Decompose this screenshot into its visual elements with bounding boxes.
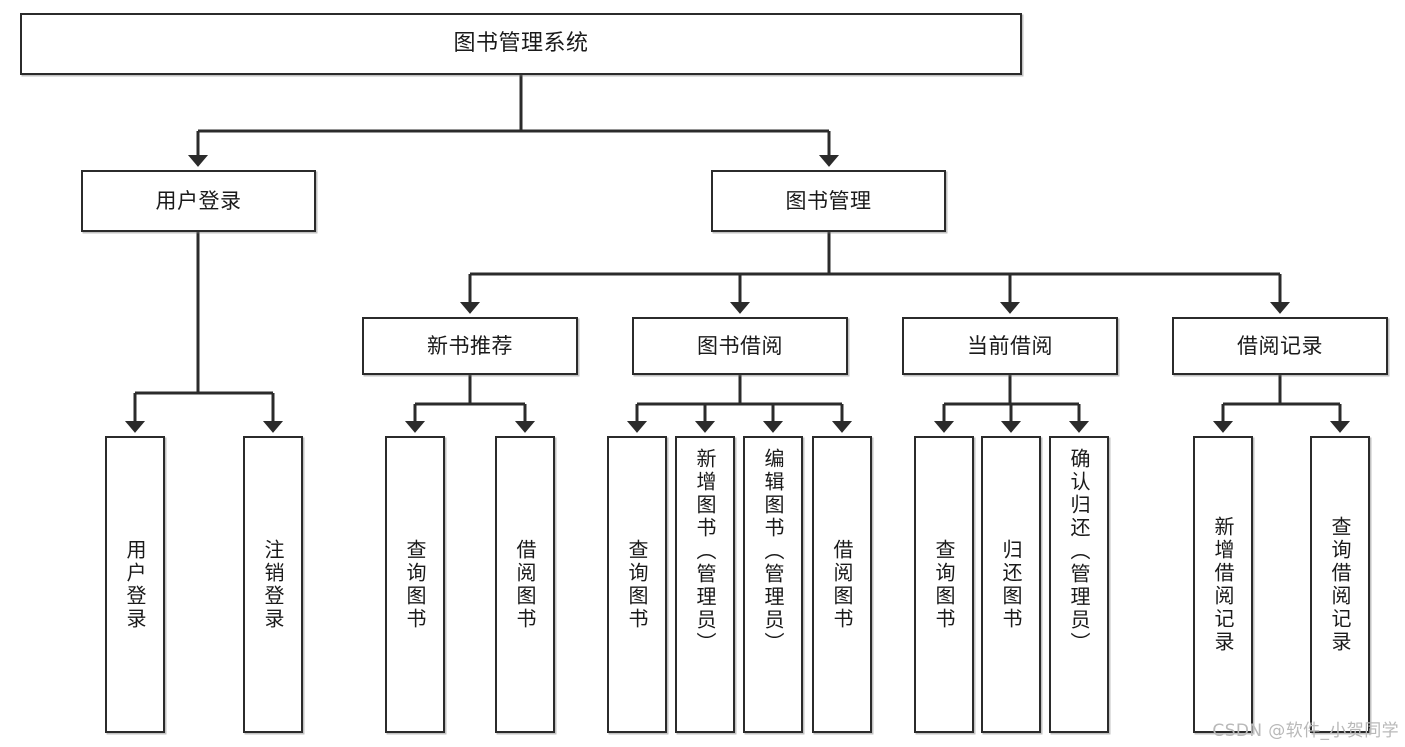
node-label: 编辑图书（管理员）	[761, 448, 785, 655]
node-new-book-recommend[interactable]: 新书推荐	[362, 317, 578, 375]
node-leaf-user-login[interactable]: 用户登录	[105, 436, 165, 733]
node-label: 用户登录	[155, 188, 242, 213]
node-leaf-return-book[interactable]: 归还图书	[981, 436, 1041, 733]
node-root-library-system[interactable]: 图书管理系统	[20, 13, 1022, 75]
node-label: 确认归还（管理员）	[1067, 448, 1091, 655]
node-label: 当前借阅	[967, 333, 1053, 358]
node-leaf-confirm-return-admin[interactable]: 确认归还（管理员）	[1049, 436, 1109, 733]
node-label: 用户登录	[123, 538, 147, 631]
node-label: 注销登录	[261, 538, 285, 631]
node-label: 借阅图书	[830, 538, 854, 631]
node-leaf-add-book-admin[interactable]: 新增图书（管理员）	[675, 436, 735, 733]
node-label: 图书借阅	[697, 333, 783, 358]
node-label: 图书管理	[785, 188, 872, 213]
node-label: 查询图书	[625, 538, 649, 631]
node-label: 新书推荐	[427, 333, 513, 358]
node-leaf-edit-book-admin[interactable]: 编辑图书（管理员）	[743, 436, 803, 733]
node-label: 查询图书	[403, 538, 427, 631]
node-label: 查询借阅记录	[1328, 515, 1352, 654]
node-label: 借阅图书	[513, 538, 537, 631]
node-book-management[interactable]: 图书管理	[711, 170, 946, 232]
node-current-borrow[interactable]: 当前借阅	[902, 317, 1118, 375]
node-leaf-query-book-current[interactable]: 查询图书	[914, 436, 974, 733]
node-leaf-query-borrow-record[interactable]: 查询借阅记录	[1310, 436, 1370, 733]
node-leaf-borrow-book-recommend[interactable]: 借阅图书	[495, 436, 555, 733]
node-leaf-query-book-borrow[interactable]: 查询图书	[607, 436, 667, 733]
node-label: 新增图书（管理员）	[693, 448, 717, 655]
watermark: CSDN @软件_小贺同学	[1212, 721, 1399, 741]
node-leaf-logout-login[interactable]: 注销登录	[243, 436, 303, 733]
node-label: 查询图书	[932, 538, 956, 631]
node-leaf-add-borrow-record[interactable]: 新增借阅记录	[1193, 436, 1253, 733]
node-leaf-borrow-book-borrow[interactable]: 借阅图书	[812, 436, 872, 733]
node-label: 图书管理系统	[453, 31, 589, 57]
node-label: 借阅记录	[1237, 333, 1323, 358]
node-borrow-record[interactable]: 借阅记录	[1172, 317, 1388, 375]
node-user-login[interactable]: 用户登录	[81, 170, 316, 232]
node-label: 新增借阅记录	[1211, 515, 1235, 654]
node-leaf-query-book-recommend[interactable]: 查询图书	[385, 436, 445, 733]
node-label: 归还图书	[999, 538, 1023, 631]
node-book-borrow[interactable]: 图书借阅	[632, 317, 848, 375]
